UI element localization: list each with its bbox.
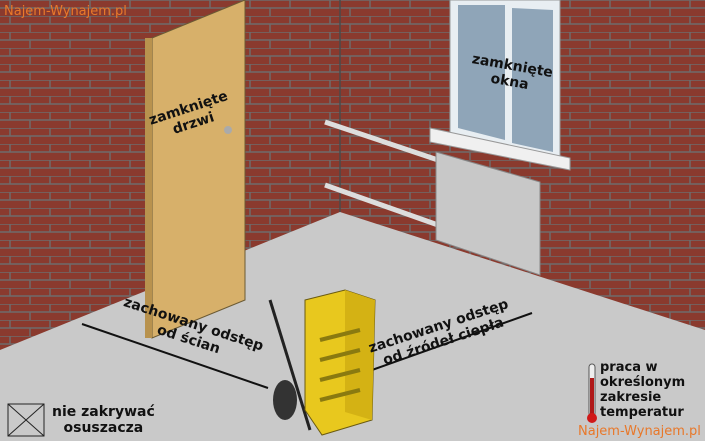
label-line: określonym [600,375,686,390]
label-line: praca w [600,360,658,375]
label-line: osuszacza [63,420,144,436]
door-handle [224,126,232,134]
temperature-label: praca w określonym zakresie temperatur [600,360,685,420]
radiator [324,119,541,276]
label-line: nie zakrywać [52,404,155,420]
watermark-top: Najem-Wynajem.pl [4,4,127,19]
heat-gap-line [371,312,533,371]
no-cover-label: nie zakrywać osuszacza [52,404,155,436]
dehumidifier [268,289,376,436]
label-line: zakresie [600,390,662,405]
no-cover-icon [7,403,45,437]
right-wall [340,0,705,330]
wheel [273,380,297,420]
wall-gap-line [81,323,269,389]
label-line: temperatur [600,405,684,420]
window [429,0,571,171]
thermometer-icon [587,363,597,423]
door [145,0,246,339]
watermark-bottom: Najem-Wynajem.pl [578,424,701,439]
